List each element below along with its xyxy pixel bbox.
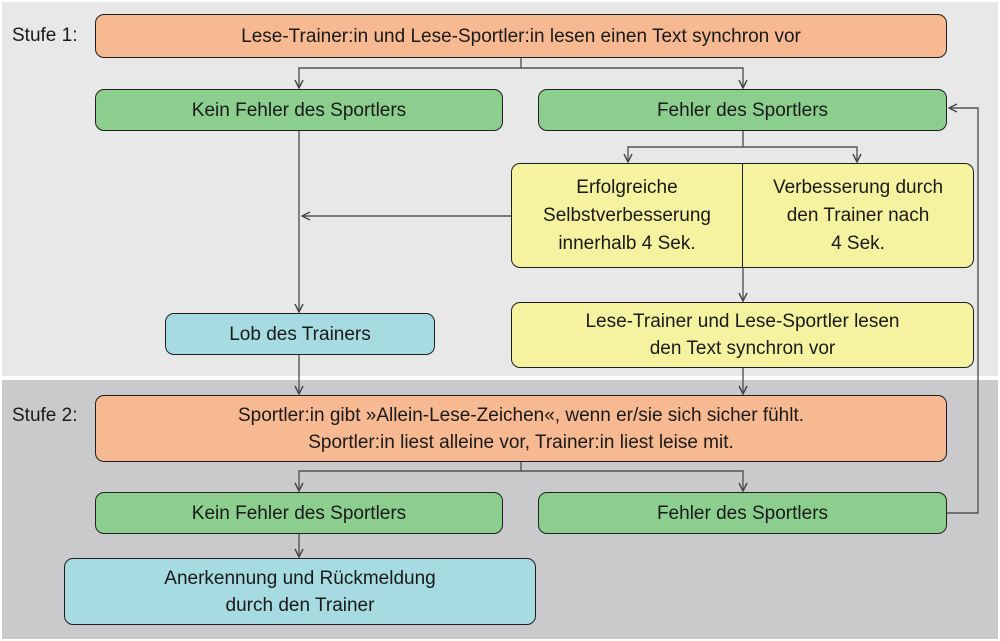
arrow-start-to-no-error bbox=[299, 58, 522, 87]
stage-2-error-box: Fehler des Sportlers bbox=[538, 492, 947, 534]
arrow-stage-2-to-error bbox=[521, 470, 743, 490]
stage-1-no-error-box: Kein Fehler des Sportlers bbox=[95, 89, 503, 131]
stage-2-no-error-box: Kein Fehler des Sportlers bbox=[95, 492, 503, 534]
trainer-correction-cell: Verbesserung durch den Trainer nach 4 Se… bbox=[742, 164, 973, 267]
arrow-error-to-self-correction bbox=[628, 131, 744, 161]
arrow-stage-2-to-no-error bbox=[299, 462, 522, 490]
stage-1-label: Stufe 1: bbox=[12, 25, 78, 46]
stage-2-label: Stufe 2: bbox=[12, 405, 78, 426]
praise-box: Lob des Trainers bbox=[165, 313, 435, 355]
stage-1-start-box: Lese-Trainer:in und Lese-Sportler:in les… bbox=[95, 14, 947, 58]
stage-2-start-box: Sportler:in gibt »Allein-Lese-Zeichen«, … bbox=[95, 395, 947, 462]
read-again-box: Lese-Trainer und Lese-Sportler lesen den… bbox=[511, 302, 974, 368]
arrow-loop-back-to-error bbox=[947, 108, 979, 514]
self-correction-cell: Erfolgreiche Selbstverbesserung innerhal… bbox=[543, 176, 711, 254]
arrow-start-to-error bbox=[521, 67, 743, 87]
feedback-box: Anerkennung und Rückmeldung durch den Tr… bbox=[64, 558, 536, 625]
stage-1-error-box: Fehler des Sportlers bbox=[538, 89, 947, 131]
arrow-error-to-trainer-correction bbox=[743, 146, 857, 161]
correction-split-box: Erfolgreiche Selbstverbesserung innerhal… bbox=[511, 163, 974, 268]
